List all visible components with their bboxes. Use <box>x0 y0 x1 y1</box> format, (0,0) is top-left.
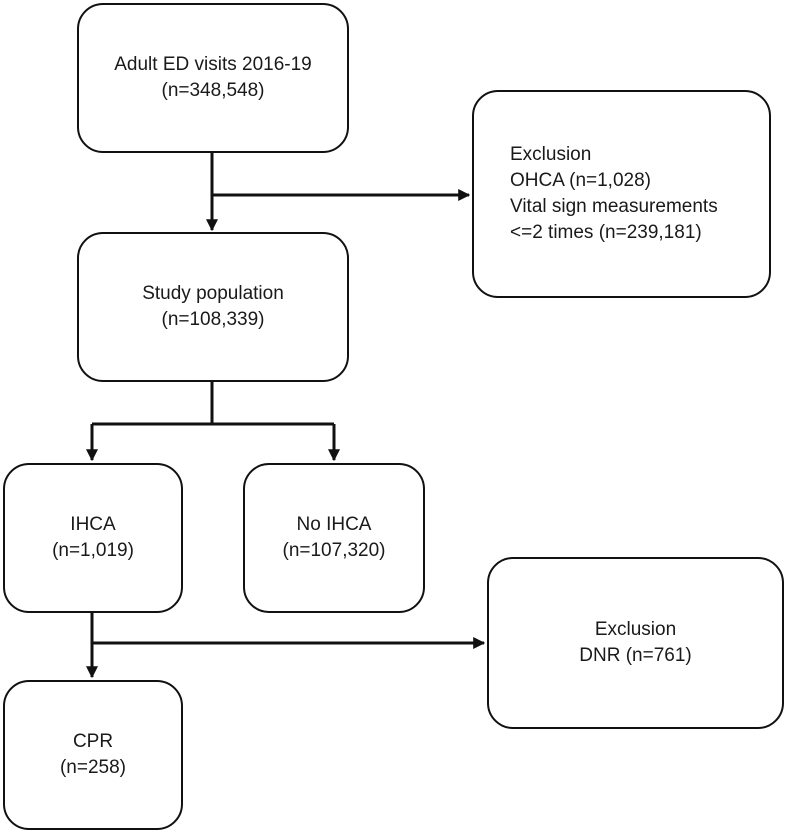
exclusion-ohca-line-1: OHCA (n=1,028) <box>510 170 651 191</box>
exclusion-dnr-box: Exclusion DNR (n=761) <box>487 557 784 729</box>
cpr-box: CPR (n=258) <box>3 680 183 830</box>
exclusion-dnr-title: Exclusion <box>594 619 677 640</box>
study-population-box: Study population (n=108,339) <box>77 232 349 382</box>
exclusion-ohca-title: Exclusion <box>510 144 592 165</box>
ihca-count: (n=1,019) <box>52 540 134 561</box>
exclusion-ohca-line-3: <=2 times (n=239,181) <box>510 222 702 243</box>
ihca-title: IHCA <box>70 514 116 535</box>
adult-ed-visits-count: (n=348,548) <box>161 80 265 101</box>
exclusion-ohca-box: Exclusion OHCA (n=1,028) Vital sign meas… <box>472 90 771 298</box>
study-population-title: Study population <box>142 283 284 304</box>
cpr-title: CPR <box>72 731 114 752</box>
adult-ed-visits-box: Adult ED visits 2016-19 (n=348,548) <box>77 3 349 153</box>
adult-ed-visits-title: Adult ED visits 2016-19 <box>114 54 312 75</box>
cpr-count: (n=258) <box>59 757 127 778</box>
exclusion-ohca-line-2: Vital sign measurements <box>510 196 718 217</box>
study-population-count: (n=108,339) <box>161 309 265 330</box>
no-ihca-box: No IHCA (n=107,320) <box>243 463 425 613</box>
ihca-box: IHCA (n=1,019) <box>3 463 183 613</box>
no-ihca-count: (n=107,320) <box>282 540 386 561</box>
exclusion-dnr-line-1: DNR (n=761) <box>579 645 692 666</box>
no-ihca-title: No IHCA <box>296 514 372 535</box>
